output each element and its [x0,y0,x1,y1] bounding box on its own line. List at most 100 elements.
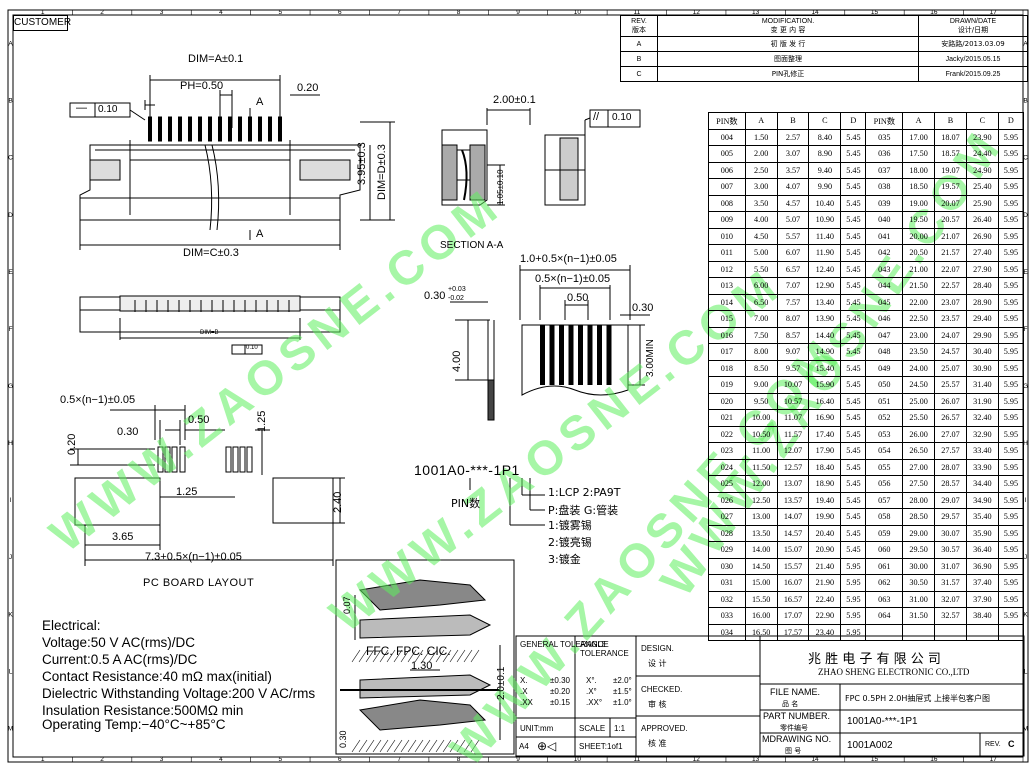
contact-pin [168,116,172,142]
pin-table-cell: 22.90 [808,607,842,625]
frame-row-label: E [1023,269,1028,276]
frame-column-label: 5 [279,756,283,763]
pin-table-cell: 17.57 [776,623,810,641]
mating-section [335,559,515,755]
pin-table-cell: 23.50 [902,343,936,361]
pin-table-cell: 2.00 [744,145,778,163]
pin-table-cell: 4.57 [776,194,810,212]
part-code-plating3: 3:镀金 [548,553,581,566]
pin-table-cell: 4.00 [744,211,778,229]
pin-table-cell: 11.50 [744,458,778,476]
pin-table-cell: 36.40 [965,541,999,559]
pin-table-cell: 020 [708,392,746,410]
part-code-leaders [469,478,545,526]
pin-table-cell: 5.45 [840,376,867,394]
hatch-line [372,649,382,663]
pcb-pad [164,446,171,473]
pin-table-cell: 035 [865,128,904,146]
pin-table-cell: 25.07 [934,359,967,377]
fpc-tol-minus: -0.02 [448,295,464,302]
pcb-title: PC BOARD LAYOUT [143,577,255,589]
fpc-lead [597,325,602,385]
pin-table-cell [865,623,904,641]
pin-table-cell: 5.95 [997,145,1025,163]
pin-table-cell: 061 [865,557,904,575]
pcb-layout [70,405,345,566]
hatch-line [442,649,452,663]
pcb-total-label: 7.3+0.5×(n−1)±0.05 [145,551,242,563]
pin-table-cell: 14.50 [744,557,778,575]
electrical-line: Dielectric Withstanding Voltage:200 V AC… [42,686,316,701]
pin-table-cell: 039 [865,194,904,212]
section-a-a-view [441,108,531,206]
fpc-total-label: 1.0+0.5×(n−1)±0.05 [520,253,617,265]
pin-table-cell: 006 [708,161,746,179]
pin-table-cell: 30.90 [965,359,999,377]
electrical-line: Insulation Resistance:500MΩ min [42,703,244,718]
scale-label: SCALE [579,724,606,733]
pin-table-cell: 37.40 [965,574,999,592]
pin-table-cell: 15.07 [776,541,810,559]
part-code-pin-label: PIN数 [451,497,481,510]
contact-pin [208,116,212,142]
tolerance-cell: ±0.20 [550,687,570,696]
pin-table-cell: 040 [865,211,904,229]
hatch-line [421,739,431,753]
tolerance-cell: .X [520,687,528,696]
pin-table-cell: 26.90 [965,227,999,245]
pin-table-cell: 29.90 [965,326,999,344]
pin-table-cell: 5.95 [997,491,1025,509]
hatch-line [470,739,480,753]
dim-b-label: DIM=B [200,330,219,336]
drawing-number-value: 1001A002 [847,740,893,751]
pin-table-cell: 038 [865,178,904,196]
hatch-line [463,649,473,663]
pcb-pad [179,446,186,473]
frame-column-label: 9 [516,9,520,16]
hatch-line [351,649,361,663]
pin-table-cell: 34.40 [965,475,999,493]
scale-value: 1:1 [614,724,626,733]
pin-table-cell: 018 [708,359,746,377]
pin-table-cell: 5.45 [840,524,867,542]
frame-row-label: F [1024,326,1028,333]
pin-table-cell: 5.45 [840,128,867,146]
pin-table-cell: 5.95 [997,194,1025,212]
pin-table-cell: 13.00 [744,508,778,526]
pin-table-cell: 5.95 [840,574,867,592]
pin-table-cell: 8.50 [744,359,778,377]
pin-table-cell: 4.07 [776,178,810,196]
customer-label: CUSTOMER [14,17,72,28]
pin-table-cell [902,623,936,641]
pin-table-cell: 15.50 [744,590,778,608]
projection-icon: ⊕◁ [537,739,557,753]
frame-column-label: 6 [338,756,342,763]
pin-table-cell: 5.45 [840,541,867,559]
pin-table-cell: 5.95 [997,178,1025,196]
approved-label: APPROVED. [641,724,688,733]
pin-table-cell [965,623,999,641]
pin-table-cell: 010 [708,227,746,245]
frame-column-label: 2 [100,9,104,16]
pin-table-cell: 058 [865,508,904,526]
pin-table-cell: 33.90 [965,458,999,476]
fpc-thickness-label: 0.30 [424,290,446,302]
contact-pin [268,116,272,142]
pin-table-cell: 12.07 [776,442,810,460]
section-width-label: 2.00±0.1 [493,94,536,106]
hatch-line [407,649,417,663]
design-label: DESIGN. [641,644,674,653]
tolerance-cell: ±0.15 [550,698,570,707]
hatch-line [400,649,410,663]
hatch-line [428,739,438,753]
